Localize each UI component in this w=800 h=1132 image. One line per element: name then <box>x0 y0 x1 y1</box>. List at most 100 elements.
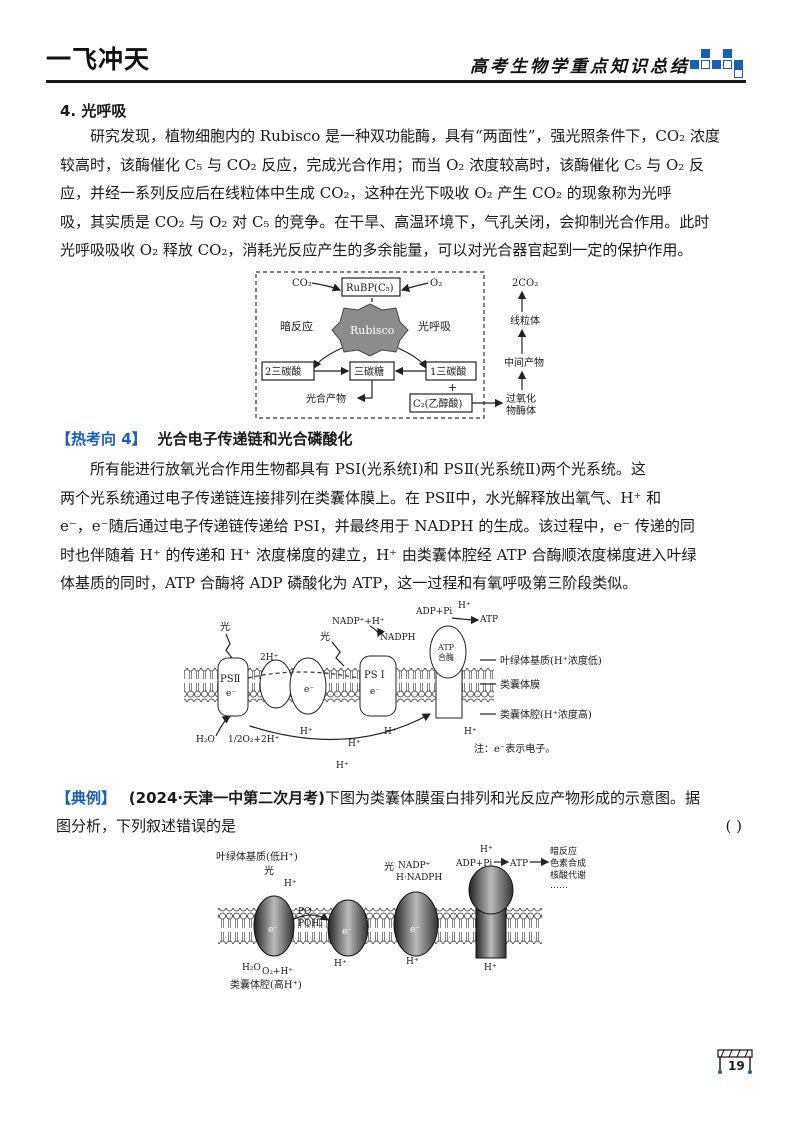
use-label: 色素合成 <box>550 857 586 869</box>
adp-label: ADP+Pi <box>415 607 452 617</box>
pqh2-label: PQH₂ <box>298 919 323 929</box>
header-checker-decoration <box>690 48 746 78</box>
electron-note: 注：e⁻表示电子。 <box>474 742 555 755</box>
adp-label: ADP+Pi <box>455 859 492 869</box>
hot-topic-title: 光合电子传递链和光合磷酸化 <box>157 430 353 448</box>
psii-complex <box>217 657 249 717</box>
rubp-box <box>341 277 401 297</box>
hot-topic-heading: 【热考向 4】 光合电子传递链和光合磷酸化 <box>56 428 352 449</box>
text-line: 两个光系统通过电子传递链连接排列在类囊体膜上。在 PSⅡ中，水光解释放出氧气、H… <box>60 488 662 507</box>
psii-protein <box>253 895 295 957</box>
h-ion-label: H⁺ <box>384 727 397 737</box>
text-line: 研究发现，植物细胞内的 Rubisco 是一种双功能酶，具有“两面性”，强光照条… <box>90 127 720 145</box>
h-top-label: H⁺ <box>458 601 471 611</box>
h-ion-label: H⁺ <box>334 959 347 969</box>
header-title: 高考生物学重点知识总结 <box>470 57 690 77</box>
h-nadph-label: H·NADPH <box>396 873 442 883</box>
c2-label: C₂(乙醇酸) <box>413 397 463 410</box>
text-line: 光呼吸吸收 O₂ 释放 CO₂，消耗光反应产生的多余能量，可以对光合器官起到一定… <box>60 241 693 259</box>
out-2co2-label: 2CO₂ <box>512 278 538 289</box>
c3-1-label: 1三碳酸 <box>430 365 466 378</box>
h-ion-label: H⁺ <box>336 761 349 771</box>
example-source: (2024·天津一中第二次月考) <box>128 789 325 807</box>
example-line-1: 【典例】 (2024·天津一中第二次月考)下图为类囊体膜蛋白排列和光反应产物形成… <box>56 784 746 812</box>
psii-label: PSⅡ <box>220 674 241 685</box>
text-line: 较高时，该酶催化 C₅ 与 CO₂ 反应，完成光合作用；而当 O₂ 浓度较高时，… <box>60 155 705 174</box>
peroxisome-label-1: 过氧化 <box>506 392 536 405</box>
electron-label: e⁻ <box>304 685 314 695</box>
light-label: 光 <box>220 620 230 633</box>
rubisco-enzyme-shape <box>331 303 409 357</box>
photorespiration-label: 光呼吸 <box>418 319 451 333</box>
thylakoid-protein-diagram: 叶绿体基质(低H⁺) 光 H⁺ 光 NADP⁺ H·NADPH ADP+Pi H… <box>216 845 586 991</box>
text-line: 所有能进行放氧光合作用生物都具有 PSⅠ(光系统Ⅰ)和 PSⅡ(光系统Ⅱ)两个光… <box>90 460 646 478</box>
example-tag: 【典例】 <box>56 789 117 807</box>
pq-label: PQ <box>298 907 311 917</box>
page-number: 19 <box>728 1059 745 1073</box>
electron-label: e⁻ <box>410 925 420 935</box>
membrane-label: 类囊体膜 <box>500 678 540 691</box>
rubp-label: RuBP(C₅) <box>346 283 394 294</box>
example-question-line-1: 下图为类囊体膜蛋白排列和光反应产物形成的示意图。据 <box>324 789 700 807</box>
example-block: 【典例】 (2024·天津一中第二次月考)下图为类囊体膜蛋白排列和光反应产物形成… <box>56 784 746 840</box>
psi-complex <box>359 655 397 717</box>
text-line: 时也伴随着 H⁺ 的传递和 H⁺ 浓度梯度的建立，H⁺ 由类囊体腔经 ATP 合… <box>60 545 697 564</box>
o2-label: 1/2O₂+2H⁺ <box>228 735 280 745</box>
intermediate-label: 中间产物 <box>504 356 544 369</box>
diagram-frame <box>255 271 485 419</box>
header-rule <box>46 80 746 83</box>
use-label: 核酸代谢 <box>550 869 586 881</box>
product-label: 光合产物 <box>306 392 346 405</box>
example-line-2: 图分析，下列叙述错误的是 ( ) <box>56 812 746 840</box>
c3-sugar-label: 三碳糖 <box>354 365 384 378</box>
h-ion-label: H⁺ <box>348 739 361 749</box>
psi-protein <box>393 891 439 957</box>
rubisco-label: Rubisco <box>350 324 395 337</box>
h2o-label: H₂O <box>242 963 261 973</box>
o2-label: O₂+H⁺ <box>262 967 293 977</box>
section4-paragraph: 研究发现，植物细胞内的 Rubisco 是一种双功能酶，具有“两面性”，强光照条… <box>60 122 745 265</box>
light-label: 光 <box>264 864 274 877</box>
atp-synthase-head <box>429 625 467 679</box>
answer-bracket[interactable]: ( ) <box>725 817 742 835</box>
hot-topic-tag: 【热考向 4】 <box>56 430 147 448</box>
atp-synthase-label-2: 合酶 <box>438 652 454 662</box>
electron-label: e⁻ <box>342 927 352 937</box>
text-line: 吸，其实质是 CO₂ 与 O₂ 对 C₅ 的竞争。在干旱、高温环境下，气孔关闭，… <box>60 212 710 231</box>
light-label-2: 光 <box>384 860 394 873</box>
cytochrome-protein <box>327 899 369 957</box>
h2-top-label: 2H⁺ <box>260 653 279 663</box>
electron-transport-diagram: PSⅡ PS Ⅰ ATP 合酶 e⁻ e⁻ e⁻ 光 2H⁺ NADP⁺+H⁺ … <box>184 601 602 771</box>
electron-label: e⁻ <box>226 689 236 699</box>
peroxisome-label-2: 物酶体 <box>506 404 536 417</box>
o2-label: O₂ <box>430 278 442 289</box>
nadph-label: NADPH <box>380 633 416 643</box>
co2-label: CO₂ <box>292 278 312 289</box>
c3-2-label: 2三碳酸 <box>265 365 301 378</box>
atp-label: ATP <box>509 859 528 869</box>
mitochondria-label: 线粒体 <box>510 314 540 327</box>
plus-sign: + <box>448 381 457 394</box>
light-label-2: 光 <box>320 630 330 643</box>
h-ion-label: H⁺ <box>464 727 477 737</box>
h-top-label: H⁺ <box>480 845 493 855</box>
cytochrome-complex <box>259 659 293 709</box>
nadp-label: NADP⁺+H⁺ <box>332 617 385 627</box>
h-ion-label: H⁺ <box>284 879 297 889</box>
electron-label: e⁻ <box>268 925 278 935</box>
h-ion-label: H⁺ <box>300 727 313 737</box>
hot-topic-paragraph: 所有能进行放氧光合作用生物都具有 PSⅠ(光系统Ⅰ)和 PSⅡ(光系统Ⅱ)两个光… <box>60 455 745 598</box>
page-number-badge: 19 <box>717 1049 753 1074</box>
lumen-label: 类囊体腔(H⁺浓度高) <box>500 708 592 721</box>
brand-text: 一飞冲天 <box>46 45 151 74</box>
dark-reaction-label: 暗反应 <box>280 319 313 333</box>
use-label: …… <box>550 881 568 891</box>
atp-label: ATP <box>479 615 498 625</box>
psi-label: PS Ⅰ <box>364 670 385 681</box>
text-line: 应，并经一系列反应后在线粒体中生成 CO₂，这种在光下吸收 O₂ 产生 CO₂ … <box>60 184 672 202</box>
atp-synthase-head <box>468 865 514 915</box>
electron-label: e⁻ <box>370 687 380 697</box>
use-label: 暗反应 <box>550 845 577 857</box>
lumen-label: 类囊体腔(高H⁺) <box>230 978 302 991</box>
stroma-label: 叶绿体基质(低H⁺) <box>216 850 298 863</box>
